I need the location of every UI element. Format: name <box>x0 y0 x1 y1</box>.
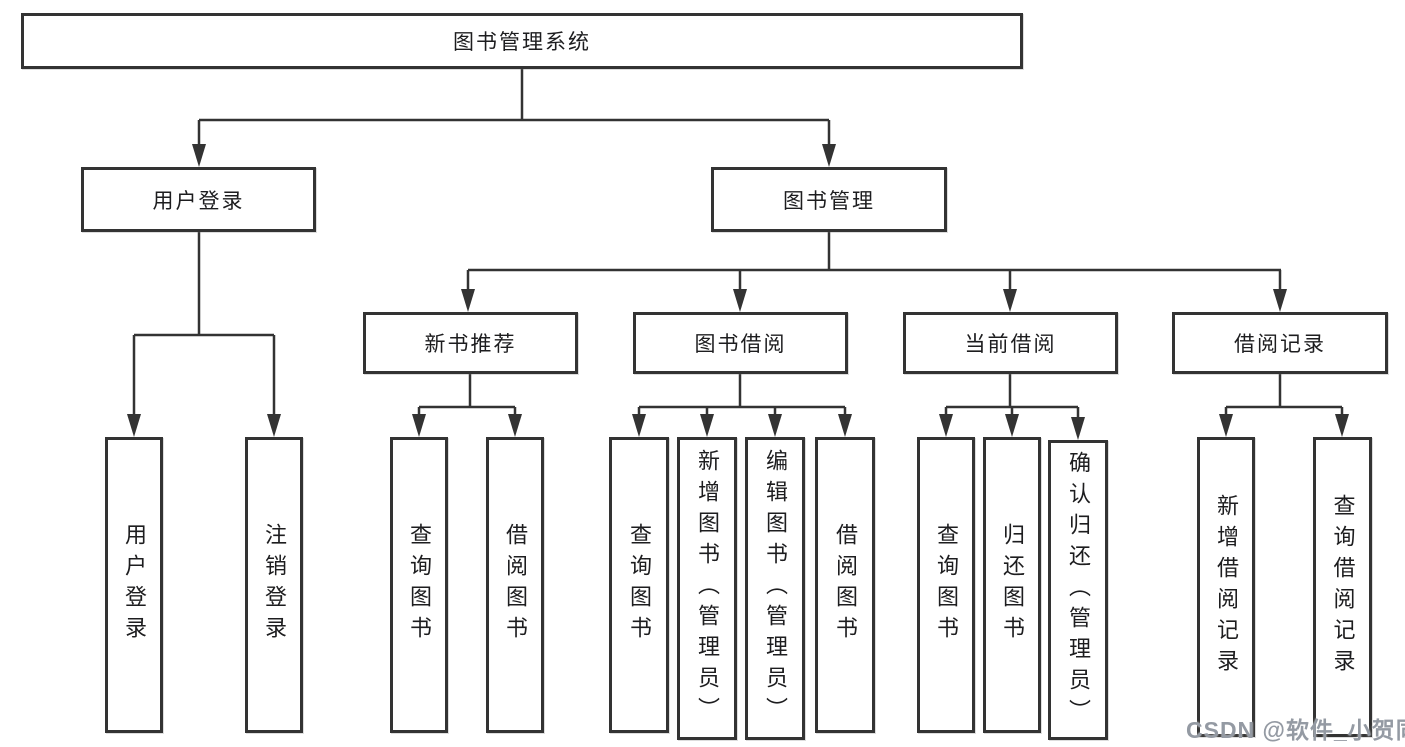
node-label: 确认归还（管理员） <box>1066 450 1091 730</box>
node-label: 图书管理 <box>783 189 875 213</box>
node-book-borrowing: 图书借阅 <box>633 312 848 374</box>
csdn-watermark: CSDN @软件_小贺同学 <box>1186 717 1405 743</box>
leaf-user-login: 用户登录 <box>105 437 163 733</box>
leaf-logout: 注销登录 <box>245 437 303 733</box>
node-label: 新增借阅记录 <box>1214 494 1239 680</box>
node-label: 用户登录 <box>152 189 245 213</box>
node-new-book-recommend: 新书推荐 <box>363 312 578 374</box>
node-label: 用户登录 <box>122 523 147 647</box>
node-label: 查询图书 <box>627 523 652 647</box>
node-label: 查询借阅记录 <box>1330 494 1356 680</box>
leaf-add-borrow-record: 新增借阅记录 <box>1197 437 1255 737</box>
node-current-borrowing: 当前借阅 <box>903 312 1118 374</box>
node-label: 查询图书 <box>934 523 959 647</box>
node-label: 图书管理系统 <box>453 31 591 54</box>
node-label: 借阅图书 <box>833 523 858 647</box>
leaf-borrow-books-borrowing: 借阅图书 <box>815 437 875 733</box>
node-book-management-system: 图书管理系统 <box>21 13 1023 69</box>
node-user-login: 用户登录 <box>81 167 316 232</box>
leaf-borrow-books-recommend: 借阅图书 <box>486 437 544 733</box>
node-label: 当前借阅 <box>964 333 1057 356</box>
node-label: 图书借阅 <box>694 333 787 356</box>
leaf-query-books-recommend: 查询图书 <box>390 437 448 733</box>
node-label: 注销登录 <box>262 523 287 647</box>
leaf-query-borrow-record: 查询借阅记录 <box>1313 437 1372 737</box>
leaf-return-books: 归还图书 <box>983 437 1041 733</box>
node-label: 新书推荐 <box>424 333 517 356</box>
arrowheads <box>127 144 1349 440</box>
leaf-edit-books-admin: 编辑图书（管理员） <box>745 437 805 740</box>
node-label: 查询图书 <box>407 523 432 647</box>
node-book-management: 图书管理 <box>711 167 947 232</box>
node-label: 编辑图书（管理员） <box>763 449 788 728</box>
node-label: 借阅记录 <box>1234 333 1326 356</box>
leaf-query-books-borrowing: 查询图书 <box>609 437 669 733</box>
node-label: 新增图书（管理员） <box>695 449 720 728</box>
node-label: 归还图书 <box>1000 523 1025 647</box>
node-borrowing-records: 借阅记录 <box>1172 312 1388 374</box>
node-label: 借阅图书 <box>503 523 528 647</box>
leaf-confirm-return-admin: 确认归还（管理员） <box>1048 440 1108 740</box>
leaf-add-books-admin: 新增图书（管理员） <box>677 437 737 740</box>
leaf-query-books-current: 查询图书 <box>917 437 975 733</box>
